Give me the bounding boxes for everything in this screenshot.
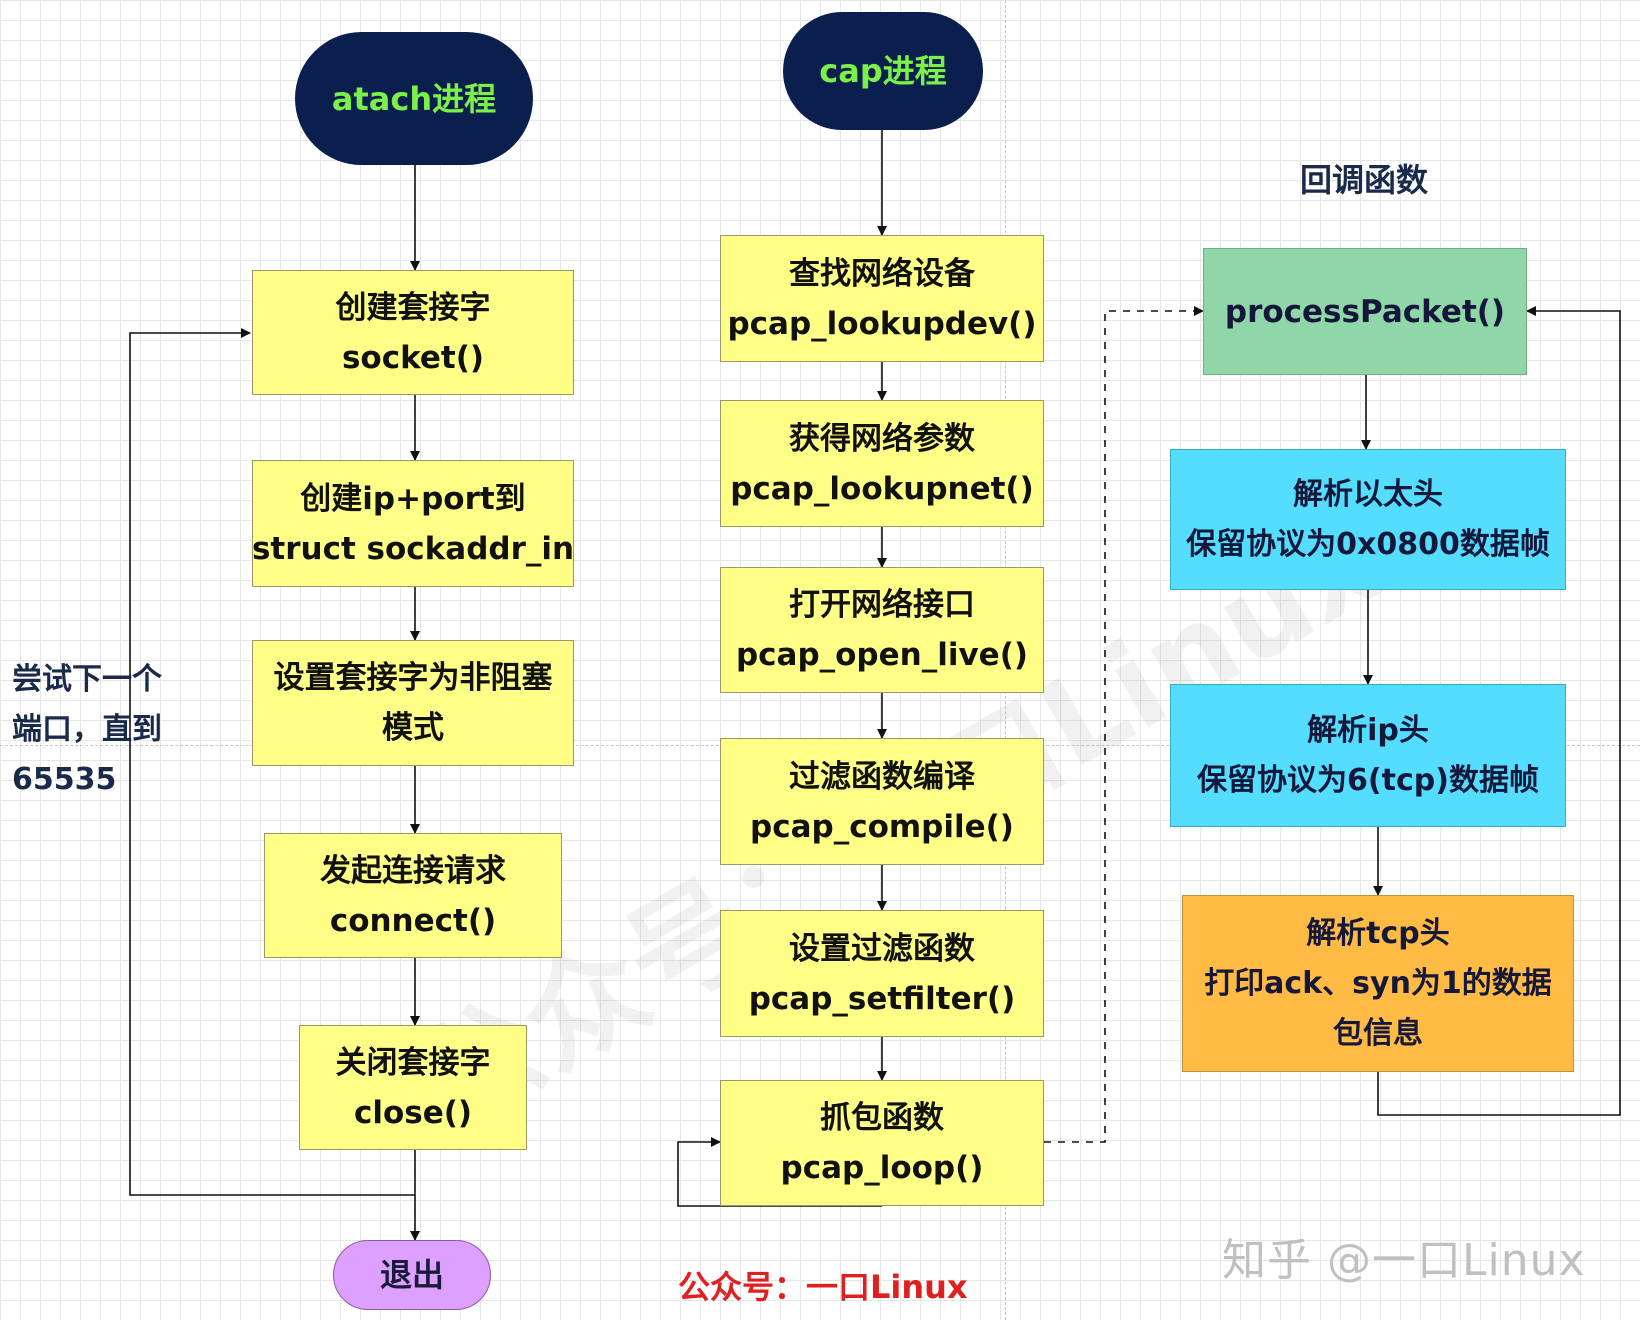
pcap-loop-step-title: 抓包函数: [820, 1100, 944, 1136]
lookupdev-step: 查找网络设备 pcap_lookupdev(): [720, 235, 1044, 362]
parse-ip-step: 解析ip头 保留协议为6(tcp)数据帧: [1170, 684, 1566, 827]
parse-eth-title: 解析以太头: [1293, 476, 1443, 512]
cap-process-label: cap进程: [819, 52, 947, 90]
retry-label-line1: 尝试下一个: [12, 662, 162, 697]
sockaddr-step-func: struct sockaddr_in: [251, 530, 575, 567]
compile-step: 过滤函数编译 pcap_compile(): [720, 738, 1044, 865]
nonblock-step-mode: 模式: [382, 710, 444, 746]
compile-step-title: 过滤函数编译: [789, 758, 975, 795]
openlive-step-title: 打开网络接口: [789, 587, 975, 623]
exit-label: 退出: [379, 1256, 444, 1294]
edge-retry-loop: [129, 328, 415, 1196]
nonblock-step: 设置套接字为非阻塞 模式: [252, 640, 574, 766]
socket-step: 创建套接字 socket(): [252, 270, 574, 395]
retry-label-line3: 65535: [12, 762, 117, 797]
zhihu-watermark: 知乎 @一口Linux: [1222, 1235, 1586, 1286]
compile-step-func: pcap_compile(): [750, 808, 1014, 845]
atach-process-label: atach进程: [331, 79, 497, 118]
lookupdev-step-title: 查找网络设备: [789, 255, 975, 292]
cap-process-node: cap进程: [783, 12, 983, 130]
openlive-step-func: pcap_open_live(): [735, 637, 1029, 673]
connect-step-title: 发起连接请求: [320, 852, 506, 889]
lookupdev-step-func: pcap_lookupdev(): [727, 305, 1037, 342]
process-packet-label: processPacket(): [1224, 293, 1506, 330]
edge-loop-self: [677, 1137, 882, 1207]
setfilter-step-title: 设置过滤函数: [789, 930, 975, 967]
lookupnet-step: 获得网络参数 pcap_lookupnet(): [720, 400, 1044, 527]
atach-process-node: atach进程: [295, 32, 533, 165]
openlive-step: 打开网络接口 pcap_open_live(): [720, 567, 1044, 693]
lookupnet-step-func: pcap_lookupnet(): [730, 470, 1034, 507]
pcap-loop-step: 抓包函数 pcap_loop(): [720, 1080, 1044, 1206]
sockaddr-step-title: 创建ip+port到: [300, 480, 526, 517]
edge-loop-to-callback: [1044, 306, 1204, 1143]
socket-step-title: 创建套接字: [335, 289, 491, 326]
connect-step-func: connect(): [329, 902, 497, 939]
nonblock-step-title: 设置套接字为非阻塞: [273, 660, 553, 696]
pcap-loop-step-func: pcap_loop(): [780, 1150, 984, 1186]
edge-tcp-back-to-process: [1377, 306, 1621, 1116]
socket-step-func: socket(): [341, 339, 485, 376]
sockaddr-step: 创建ip+port到 struct sockaddr_in: [252, 460, 574, 587]
parse-tcp-detail: 打印ack、syn为1的数据: [1204, 965, 1552, 1001]
parse-eth-detail: 保留协议为0x0800数据帧: [1186, 526, 1550, 562]
parse-eth-step: 解析以太头 保留协议为0x0800数据帧: [1170, 449, 1566, 590]
setfilter-step-func: pcap_setfilter(): [748, 980, 1016, 1017]
wechat-watermark: 公众号：一口Linux: [678, 1268, 968, 1306]
retry-label: 尝试下一个 端口，直到 65535: [12, 655, 162, 805]
retry-label-line2: 端口，直到: [12, 712, 162, 747]
close-step: 关闭套接字 close(): [299, 1025, 527, 1150]
exit-node: 退出: [333, 1240, 491, 1310]
callback-title: 回调函数: [1300, 161, 1429, 199]
lookupnet-step-title: 获得网络参数: [789, 420, 975, 457]
parse-tcp-detail-cont: 包信息: [1333, 1015, 1423, 1051]
connect-step: 发起连接请求 connect(): [264, 833, 562, 958]
parse-ip-detail: 保留协议为6(tcp)数据帧: [1197, 762, 1539, 798]
close-step-func: close(): [353, 1094, 473, 1131]
parse-ip-title: 解析ip头: [1307, 712, 1429, 748]
close-step-title: 关闭套接字: [335, 1044, 491, 1081]
parse-tcp-title: 解析tcp头: [1306, 915, 1450, 951]
setfilter-step: 设置过滤函数 pcap_setfilter(): [720, 910, 1044, 1037]
process-packet-node: processPacket(): [1203, 248, 1527, 375]
parse-tcp-step: 解析tcp头 打印ack、syn为1的数据 包信息: [1182, 895, 1574, 1072]
